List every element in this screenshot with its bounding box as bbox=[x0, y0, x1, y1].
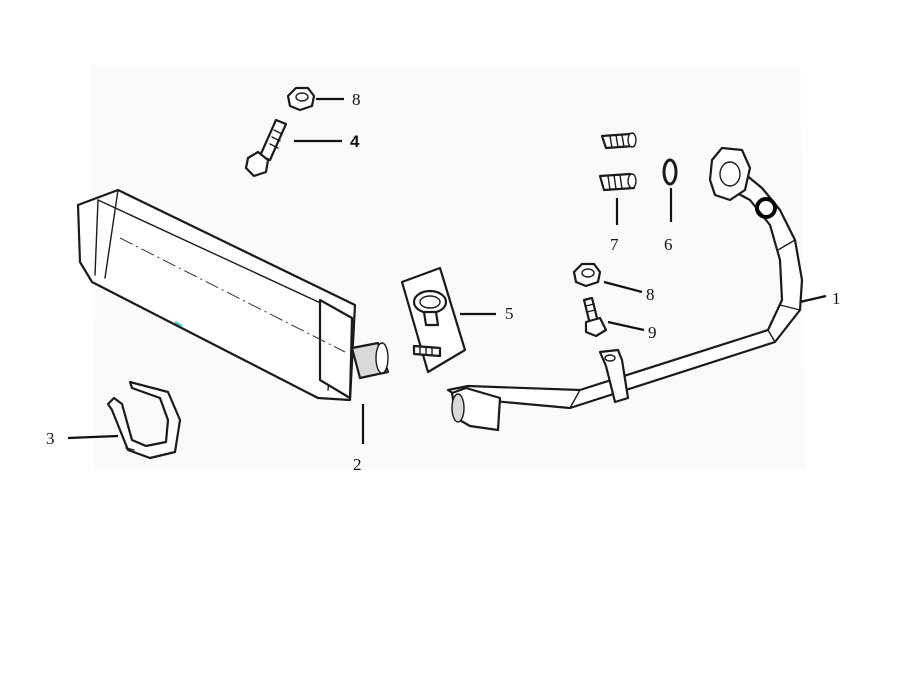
callout-7: 7 bbox=[610, 235, 619, 254]
callout-6: 6 bbox=[664, 235, 673, 254]
leader-3 bbox=[67, 434, 119, 440]
callout-1: 1 bbox=[832, 289, 841, 308]
callout-9: 9 bbox=[648, 323, 657, 342]
callout-4: 4 bbox=[350, 132, 360, 151]
exhaust-pipe bbox=[446, 146, 804, 432]
nut-upper bbox=[286, 86, 316, 112]
studs bbox=[598, 132, 637, 192]
muffler bbox=[76, 188, 390, 402]
clamp-kit bbox=[400, 266, 467, 374]
nut-lower bbox=[572, 262, 602, 288]
bolt-upper bbox=[244, 118, 288, 178]
gasket bbox=[662, 158, 678, 186]
leader-8b bbox=[603, 280, 643, 294]
leader-9 bbox=[607, 320, 645, 332]
leader-1 bbox=[799, 294, 827, 304]
muffler-bracket bbox=[106, 380, 182, 460]
callout-3: 3 bbox=[46, 429, 55, 448]
callout-2: 2 bbox=[353, 455, 362, 474]
callout-8-upper: 8 bbox=[352, 90, 361, 109]
bolt-lower bbox=[582, 296, 608, 338]
callout-5: 5 bbox=[505, 304, 514, 323]
callout-8-lower: 8 bbox=[646, 285, 655, 304]
